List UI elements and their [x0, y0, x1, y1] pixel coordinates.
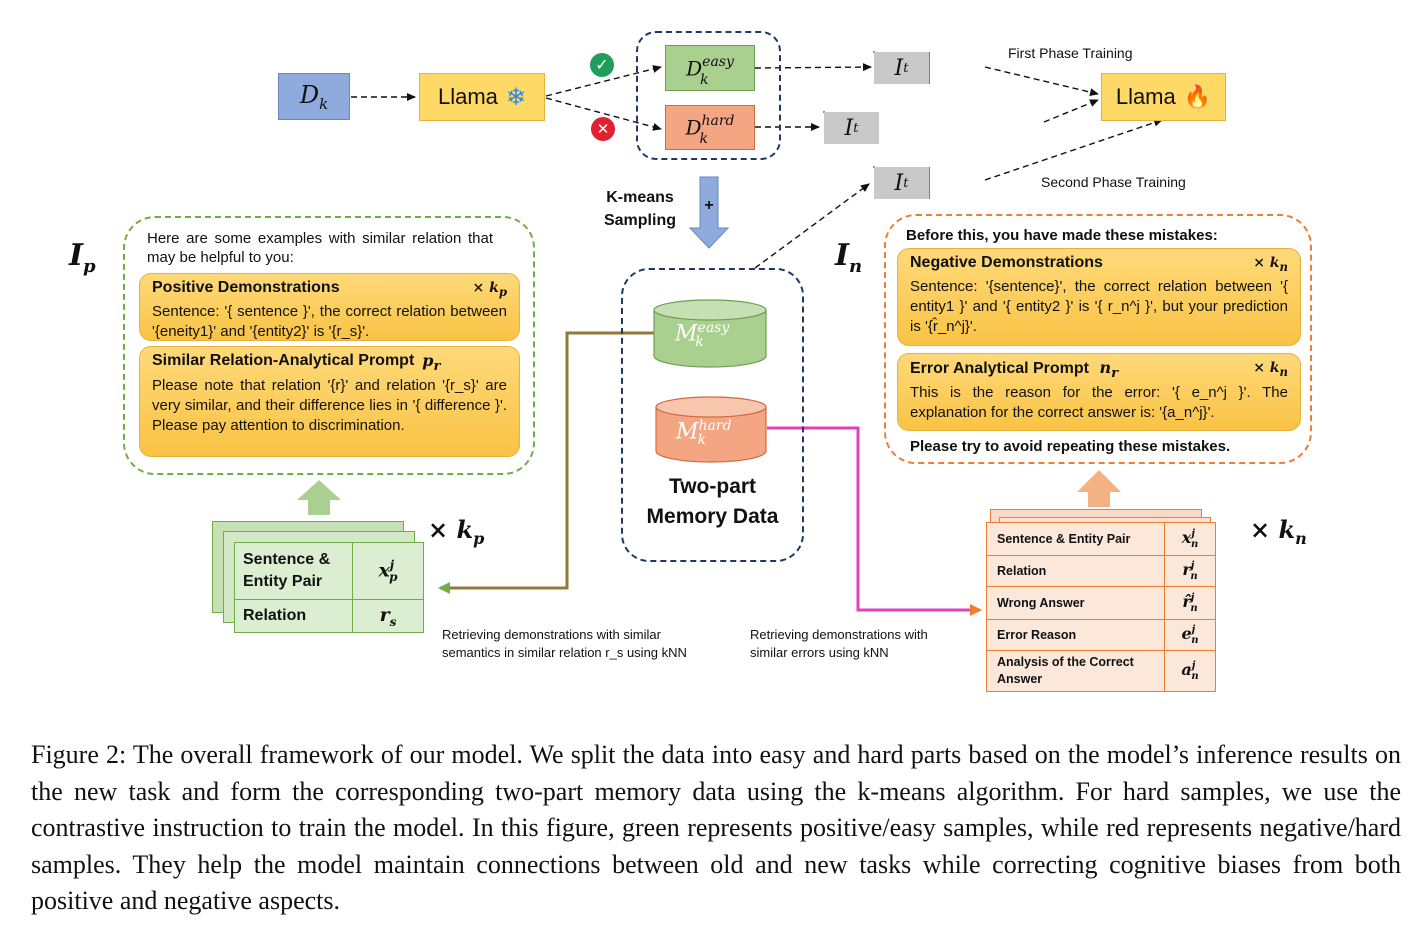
negative-row-label: Relation: [986, 555, 1165, 587]
second-phase-tokens: Id It: [873, 166, 930, 199]
negative-demo-card: Negative Demonstrations × kn Sentence: '{…: [897, 248, 1301, 346]
positive-intro: Here are some examples with similar rela…: [147, 230, 493, 266]
second-phase-label: Second Phase Training: [1041, 174, 1186, 190]
negative-demo-text: Sentence: '{sentence}', the correct rela…: [910, 277, 1288, 335]
similar-relation-symbol: pr: [422, 351, 441, 375]
arrow-hard-tokens-to-llama: [1043, 99, 1099, 123]
positive-table: Sentence & Entity Pair xjp Relation rs: [234, 542, 424, 633]
similar-relation-card: Similar Relation-Analytical Prompt pr Ple…: [139, 346, 520, 457]
llama-frozen-block: Llama ❄: [419, 73, 545, 121]
negative-row-value: ejn: [1164, 619, 1216, 651]
arrow-second-to-llama: [984, 118, 1163, 181]
similar-relation-title: Similar Relation-Analytical Prompt: [152, 352, 415, 369]
negative-row-label: Wrong Answer: [986, 586, 1165, 620]
hard-tokens: Id Ip In It: [823, 111, 879, 144]
fire-icon: 🔥: [1183, 84, 1212, 109]
positive-demo-title: Positive Demonstrations: [152, 279, 340, 296]
negative-stack-mult: × kn: [1250, 515, 1307, 548]
positive-demo-card: Positive Demonstrations × kp Sentence: '{…: [139, 273, 520, 341]
memory-title: Two-part Memory Data: [646, 475, 779, 528]
kmeans-arrow: [688, 176, 730, 249]
llama-frozen-label: Llama: [437, 84, 498, 109]
split-container: [636, 31, 781, 160]
negative-prompt-container: [884, 214, 1312, 464]
negative-row-label: Sentence & Entity Pair: [986, 522, 1165, 556]
connector-layer: [297, 63, 1163, 616]
snowflake-icon: ❄: [505, 83, 527, 111]
memory-hard-cylinder: [655, 396, 767, 463]
red-x-circle-icon: ✕: [591, 117, 615, 141]
memory-container: [621, 268, 804, 562]
negative-row-value: xjn: [1164, 522, 1216, 556]
negative-demo-mult: × kn: [1253, 255, 1288, 274]
figure-caption: Figure 2: The overall framework of our m…: [31, 740, 1401, 915]
retrieve-negative-text: Retrieving demonstrations with similar e…: [750, 627, 928, 660]
memory-easy-cylinder: [653, 299, 767, 368]
negative-demo-title: Negative Demonstrations: [910, 254, 1103, 271]
positive-prompt-container: [123, 216, 535, 475]
positive-stack-mult: × kp: [428, 515, 485, 548]
retrieve-hard-line: [767, 426, 982, 616]
positive-row-value: xjp: [352, 542, 424, 600]
negative-row-value: ajn: [1164, 650, 1216, 692]
first-phase-tokens: Id It: [873, 51, 930, 84]
memory-easy-label: Measyk: [675, 320, 730, 350]
positive-demo-text: Sentence: '{ sentence }', the correct re…: [152, 302, 507, 340]
error-analysis-symbol: nr: [1099, 358, 1119, 382]
arrow-memory-to-second: [754, 183, 870, 269]
llama-trained-label: Llama: [1115, 84, 1176, 109]
memory-hard-label: Mhardk: [676, 418, 732, 448]
negative-row-value: rjn: [1164, 555, 1216, 587]
negative-outro: Please try to avoid repeating these mist…: [910, 438, 1231, 455]
positive-row-label: Relation: [234, 599, 353, 633]
data-block: Dk: [278, 73, 350, 120]
error-analysis-title: Error Analytical Prompt: [910, 360, 1090, 377]
negative-row-value: r̂jn: [1164, 586, 1216, 620]
arrow-first-to-llama: [984, 66, 1099, 97]
error-analysis-card: Error Analytical Prompt nr × kn This is t…: [897, 353, 1301, 431]
negative-row-label: Error Reason: [986, 619, 1165, 651]
first-phase-label: First Phase Training: [1008, 45, 1133, 61]
positive-row-value: rs: [352, 599, 424, 633]
error-analysis-mult: × kn: [1253, 360, 1288, 379]
up-arrow-negative: [1077, 470, 1121, 507]
error-analysis-text: This is the reason for the error: '{ e_n…: [910, 384, 1288, 422]
retrieve-easy-line: [438, 331, 655, 594]
positive-row-label: Sentence & Entity Pair: [234, 542, 353, 600]
similar-relation-text: Please note that relation '{r}' and rela…: [152, 377, 507, 435]
up-arrow-positive: [297, 480, 341, 515]
positive-demo-mult: × kp: [472, 280, 507, 299]
negative-row-label: Analysis of the Correct Answer: [986, 650, 1165, 692]
retrieve-positive-text: Retrieving demonstrations with similar s…: [442, 627, 687, 660]
positive-symbol: Ip: [69, 238, 96, 277]
negative-intro: Before this, you have made these mistake…: [906, 227, 1218, 244]
negative-symbol: In: [835, 238, 863, 277]
green-check-circle-icon: ✓: [590, 53, 614, 77]
kmeans-plus: +: [704, 197, 714, 214]
llama-trained-block: Llama 🔥: [1101, 73, 1226, 121]
kmeans-label: K-means Sampling: [603, 189, 676, 229]
